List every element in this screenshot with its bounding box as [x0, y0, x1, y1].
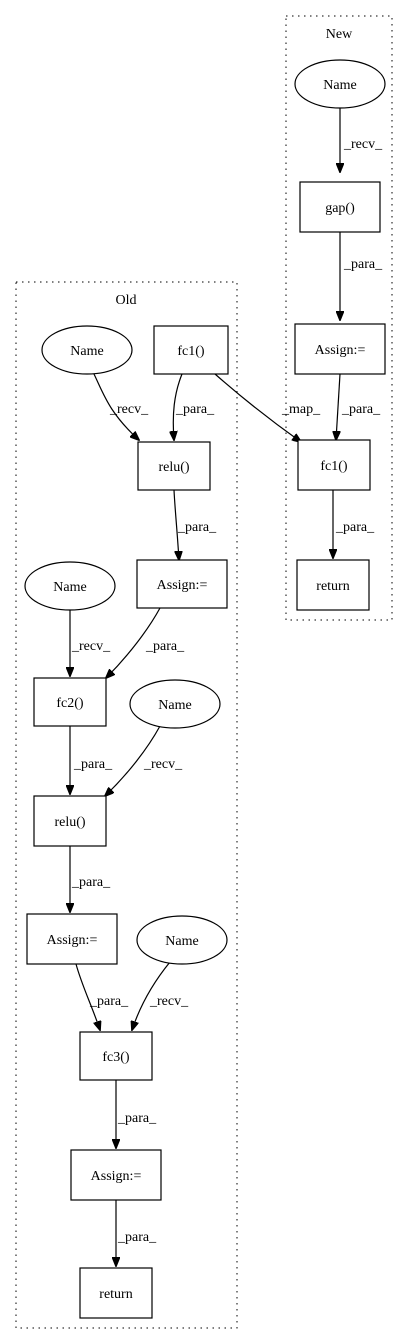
- cluster-old-label: Old: [116, 293, 137, 308]
- node-old-fc3-label: fc3(): [102, 1050, 130, 1065]
- edge-old-fc1-relu1: [173, 373, 183, 440]
- edge-label-para: _para_: [71, 875, 111, 890]
- edge-label-para: _para_: [117, 1111, 157, 1126]
- edge-old-name4-fc3: [132, 961, 171, 1030]
- edge-label-para: _para_: [117, 1230, 157, 1245]
- edge-label-para: _para_: [343, 257, 383, 272]
- edge-label-para: _para_: [341, 402, 381, 417]
- node-old-relu-2[interactable]: relu(): [33, 795, 107, 847]
- node-old-fc1[interactable]: fc1(): [153, 325, 229, 375]
- node-old-name-1[interactable]: Name: [41, 325, 133, 375]
- node-old-name-3-label: Name: [158, 698, 191, 713]
- node-old-name-4[interactable]: Name: [136, 915, 228, 965]
- node-old-assign-1[interactable]: Assign:=: [136, 559, 228, 609]
- node-old-relu-1[interactable]: relu(): [137, 441, 211, 491]
- node-new-name[interactable]: Name: [294, 59, 386, 109]
- node-old-assign-3-label: Assign:=: [91, 1169, 142, 1184]
- node-new-gap[interactable]: gap(): [299, 181, 381, 233]
- edge-old-assign2-fc3: [75, 963, 100, 1030]
- node-new-name-label: Name: [323, 78, 356, 93]
- cluster-new-label: New: [326, 27, 353, 42]
- edge-label-para: _para_: [177, 520, 217, 535]
- edge-label-para: _para_: [73, 757, 113, 772]
- node-old-relu-2-label: relu(): [54, 815, 85, 830]
- edge-label-map: _map_: [281, 402, 321, 417]
- edge-label-para: _para_: [335, 520, 375, 535]
- edge-old-name1-relu1: [92, 371, 139, 440]
- node-new-assign-label: Assign:=: [315, 343, 366, 358]
- edge-label-para: _para_: [89, 994, 129, 1009]
- edge-old-relu1-assign1: [173, 489, 179, 560]
- node-old-relu-1-label: relu(): [158, 460, 189, 475]
- node-old-fc2[interactable]: fc2(): [33, 677, 107, 727]
- node-old-fc2-label: fc2(): [56, 696, 84, 711]
- node-old-return[interactable]: return: [79, 1267, 153, 1319]
- edge-label-recv: _recv_: [149, 994, 189, 1009]
- edge-label-recv: _recv_: [143, 757, 183, 772]
- cluster-old: Old: [15, 281, 238, 1329]
- node-old-assign-2[interactable]: Assign:=: [26, 913, 118, 965]
- node-old-return-label: return: [99, 1287, 132, 1302]
- node-new-fc1[interactable]: fc1(): [297, 439, 371, 491]
- edge-label-recv: _recv_: [71, 639, 111, 654]
- node-old-assign-3[interactable]: Assign:=: [70, 1149, 162, 1201]
- cluster-new: New: [285, 15, 393, 621]
- edge-map-fc1: [214, 373, 301, 442]
- edge-new-assign-fc1: [336, 373, 341, 440]
- node-old-fc3[interactable]: fc3(): [79, 1031, 153, 1081]
- edge-label-para: _para_: [175, 402, 215, 417]
- node-new-return-label: return: [316, 579, 349, 594]
- node-new-return[interactable]: return: [296, 559, 370, 611]
- edge-label-recv: _recv_: [109, 402, 149, 417]
- edge-label-recv: _recv_: [343, 137, 383, 152]
- node-old-assign-1-label: Assign:=: [157, 578, 208, 593]
- edge-old-name3-relu2: [105, 725, 161, 796]
- edges: _recv_ _para_ _para_ _para_ _recv_ _para…: [70, 108, 383, 1266]
- node-old-name-3[interactable]: Name: [129, 679, 221, 729]
- node-old-name-2-label: Name: [53, 580, 86, 595]
- node-new-fc1-label: fc1(): [320, 459, 348, 474]
- edge-old-assign1-fc2: [106, 607, 161, 678]
- node-old-name-1-label: Name: [70, 344, 103, 359]
- node-old-name-4-label: Name: [165, 934, 198, 949]
- node-old-assign-2-label: Assign:=: [47, 933, 98, 948]
- node-new-assign[interactable]: Assign:=: [294, 323, 386, 375]
- node-old-name-2[interactable]: Name: [24, 561, 116, 611]
- edge-label-para: _para_: [145, 639, 185, 654]
- node-old-fc1-label: fc1(): [177, 344, 205, 359]
- node-new-gap-label: gap(): [325, 201, 355, 216]
